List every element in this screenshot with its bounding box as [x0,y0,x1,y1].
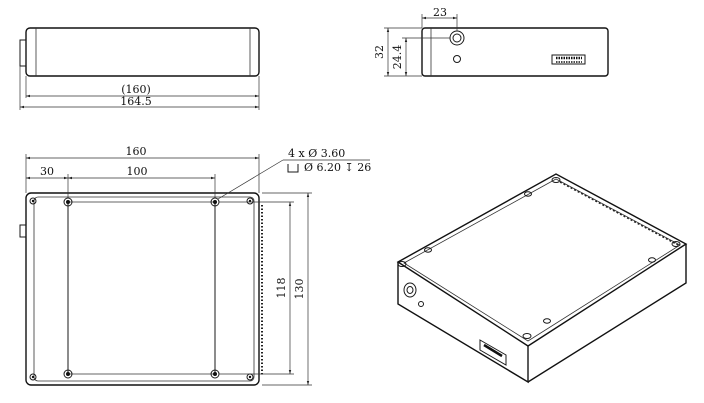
hole-callout-line1: 4 x Ø 3.60 [288,147,345,160]
iso-top-inner [403,178,681,342]
top-view-connector [19,224,27,238]
iso-port [479,339,507,366]
iso-connector [403,282,417,298]
dim-label-32: 32 [373,45,386,59]
side-view: (160) 164.5 [19,27,260,110]
dim-label-164-5: 164.5 [120,95,152,108]
iso-led [418,301,424,307]
end-view: 23 32 24.4 [373,6,609,77]
side-view-connector [19,39,27,67]
side-view-body [25,27,260,77]
iso-top-face [396,173,688,347]
dim-label-30: 30 [40,165,54,178]
end-view-led [453,55,461,63]
hole-callout-leader [217,159,284,200]
corner-screws [29,197,254,381]
iso-front-face [397,262,529,384]
counterbore-icon [287,164,299,173]
end-view-port [551,54,586,65]
top-view-inner-border [33,196,255,382]
end-view-port-pins [556,56,582,63]
hole-callout-line2: Ø 6.20 ↧ 26 [304,161,371,174]
dim-label-23: 23 [433,6,447,19]
end-view-connector-outer [449,30,465,46]
mounting-holes [63,197,220,379]
end-view-connector-inner [452,33,462,43]
top-view: 160 30 100 118 130 4 x Ø 3.60 Ø 6.20 ↧ 2… [19,145,371,386]
iso-fins [559,181,681,247]
dim-label-130: 130 [293,279,306,300]
end-view-body [421,27,609,77]
top-view-body [25,192,260,386]
iso-side-face [527,244,687,383]
dim-label-24-4: 24.4 [391,45,404,70]
iso-screws [397,177,681,339]
dim-label-160: 160 [126,145,147,158]
dim-label-160-paren: (160) [121,83,151,96]
dim-label-118: 118 [275,278,288,299]
dim-label-100: 100 [127,165,148,178]
isometric-view [396,173,688,384]
